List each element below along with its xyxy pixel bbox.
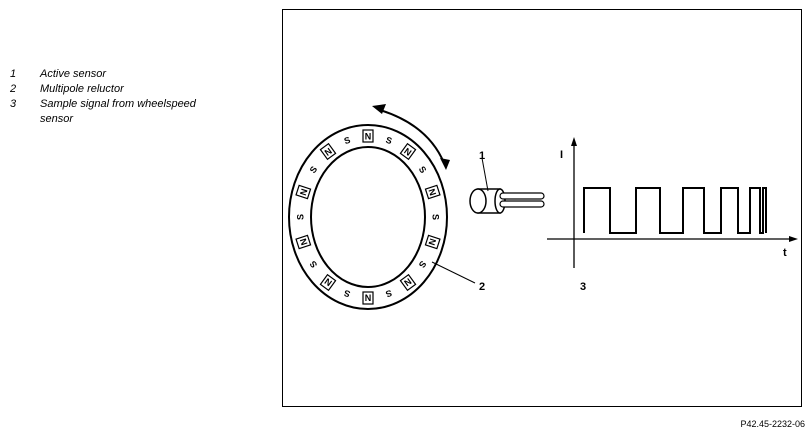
pole-letter: N	[365, 293, 372, 303]
pole-box	[295, 184, 312, 200]
pole-box	[362, 291, 374, 305]
signal-graph: I t 3	[547, 137, 798, 293]
y-axis-arrow	[571, 137, 577, 146]
active-sensor: 1	[469, 150, 545, 214]
sensor-leader-line	[481, 157, 489, 192]
legend-text: Multipole reluctor	[40, 83, 124, 95]
north-pole: N	[362, 291, 374, 305]
ring-outer-edge	[288, 124, 448, 310]
pole-letter: N	[365, 132, 372, 142]
signal-callout: 3	[580, 281, 586, 293]
south-pole: S	[384, 288, 393, 299]
south-pole: S	[343, 135, 352, 146]
pole-letter: N	[298, 237, 310, 246]
pole-letter: S	[431, 214, 441, 220]
reluctor-leader-line	[431, 261, 476, 284]
north-pole: N	[319, 273, 337, 292]
north-pole: N	[362, 129, 374, 143]
pole-letter: N	[426, 188, 438, 197]
pole-letter: N	[298, 188, 310, 197]
pole-letter: N	[402, 146, 413, 158]
legend-text: Active sensor	[40, 68, 107, 80]
legend-number: 1	[10, 68, 17, 80]
pole-letter: S	[308, 164, 320, 175]
pole-box	[319, 142, 337, 161]
north-pole: N	[295, 184, 312, 200]
x-axis-label: t	[783, 247, 787, 259]
south-pole: S	[417, 259, 429, 270]
pole-box	[424, 234, 441, 250]
pole-letter: S	[343, 288, 352, 299]
sensor-tip	[469, 188, 487, 214]
pole-letter: S	[296, 214, 306, 220]
x-axis-arrow	[789, 236, 798, 242]
rotation-arrow	[372, 104, 450, 170]
ring-inner-edge	[310, 146, 426, 288]
north-pole: N	[399, 273, 417, 292]
pole-letter: S	[384, 135, 393, 146]
pole-box	[362, 129, 374, 143]
pole-box	[424, 184, 441, 200]
pole-letter: N	[426, 237, 438, 246]
legend-item: 1 Active sensor	[10, 67, 260, 82]
legend-text: Sample signal from wheelspeed sensor	[40, 98, 196, 125]
south-pole: S	[417, 164, 429, 175]
south-pole: S	[308, 259, 320, 270]
pole-letter: S	[417, 164, 429, 175]
pole-letter: N	[402, 276, 413, 288]
north-pole: N	[399, 142, 417, 161]
pole-box	[399, 142, 417, 161]
pole-box	[319, 273, 337, 292]
legend-number: 3	[10, 98, 17, 110]
pole-letter: N	[323, 146, 334, 158]
pole-box	[295, 234, 312, 250]
figure-reference: P42.45-2232-06	[740, 419, 805, 429]
legend-item: 2 Multipole reluctor	[10, 82, 260, 97]
legend: 1 Active sensor 2 Multipole reluctor 3 S…	[10, 67, 260, 127]
pole-letter: S	[417, 259, 429, 270]
sensor-callout: 1	[479, 150, 485, 162]
sensor-wire	[499, 192, 545, 200]
pole-box	[399, 273, 417, 292]
signal-waveform	[583, 187, 767, 234]
south-pole: S	[431, 214, 441, 220]
south-pole: S	[296, 214, 306, 220]
legend-number: 2	[10, 83, 17, 95]
pole-letter: S	[343, 135, 352, 146]
rotation-arc	[379, 109, 445, 164]
south-pole: S	[308, 164, 320, 175]
diagram-frame	[282, 9, 802, 407]
north-pole: N	[424, 234, 441, 250]
south-pole: S	[343, 288, 352, 299]
north-pole: N	[424, 184, 441, 200]
sensor-wire	[499, 200, 545, 208]
legend-item: 3 Sample signal from wheelspeed sensor	[10, 97, 260, 127]
y-axis-label: I	[560, 149, 563, 161]
pole-letter: S	[384, 288, 393, 299]
north-pole: N	[319, 142, 337, 161]
arrowhead-right	[440, 158, 450, 170]
reluctor-callout: 2	[479, 281, 485, 293]
north-pole: N	[295, 234, 312, 250]
arrowhead-left	[372, 104, 386, 114]
pole-letter: N	[323, 276, 334, 288]
south-pole: S	[384, 135, 393, 146]
pole-letter: S	[308, 259, 320, 270]
